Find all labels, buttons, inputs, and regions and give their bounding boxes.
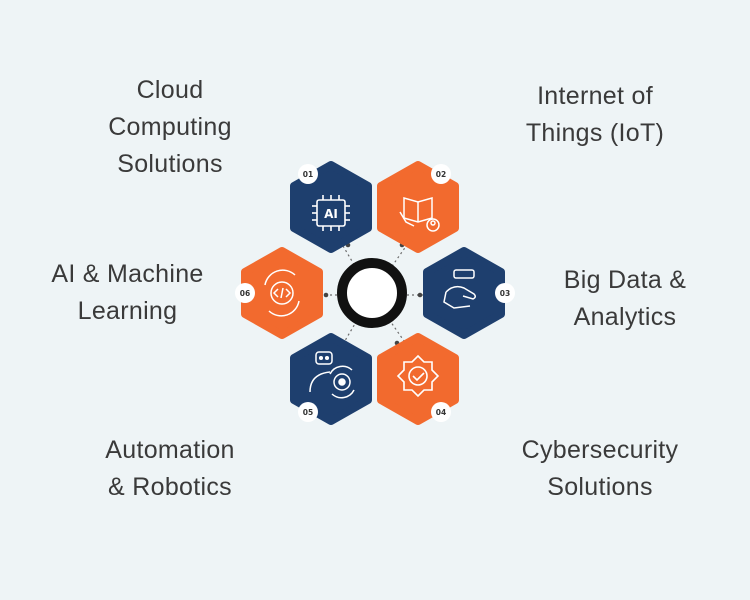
hex-04-cybersecurity: 04 <box>377 333 459 425</box>
number-06: 06 <box>240 289 250 298</box>
label-iot: Internet of Things (IoT) <box>525 82 665 147</box>
center-ring <box>337 258 407 328</box>
number-03: 03 <box>500 289 510 298</box>
label-ai-ml: AI & Machine Learning <box>51 260 204 325</box>
book-hand-user-icon <box>399 197 440 232</box>
robot-gear-icon <box>309 351 355 399</box>
number-05: 05 <box>303 408 313 417</box>
label-big-data: Big Data & Analytics <box>563 266 687 331</box>
ai-chip-text: AI <box>324 207 338 221</box>
hex-05-automation: 05 <box>290 333 372 425</box>
hex-06-ai-ml: 06 <box>235 247 323 339</box>
label-automation: Automation & Robotics <box>105 436 235 501</box>
ai-chip-icon <box>312 195 350 231</box>
hex-02-iot: 02 <box>377 161 459 253</box>
label-cloud-computing: Cloud Computing Solutions <box>108 76 232 178</box>
hand-test-tube-icon <box>443 269 477 309</box>
number-01: 01 <box>303 170 313 179</box>
shield-check-badge-icon <box>396 354 440 398</box>
number-04: 04 <box>436 408 446 417</box>
hex-03-big-data: 03 <box>423 247 515 339</box>
hex-01-ai-chip: AI 01 <box>290 161 372 253</box>
number-02: 02 <box>436 170 446 179</box>
code-gear-cycle-icon <box>264 269 300 317</box>
label-cybersecurity: Cybersecurity Solutions <box>521 436 679 501</box>
